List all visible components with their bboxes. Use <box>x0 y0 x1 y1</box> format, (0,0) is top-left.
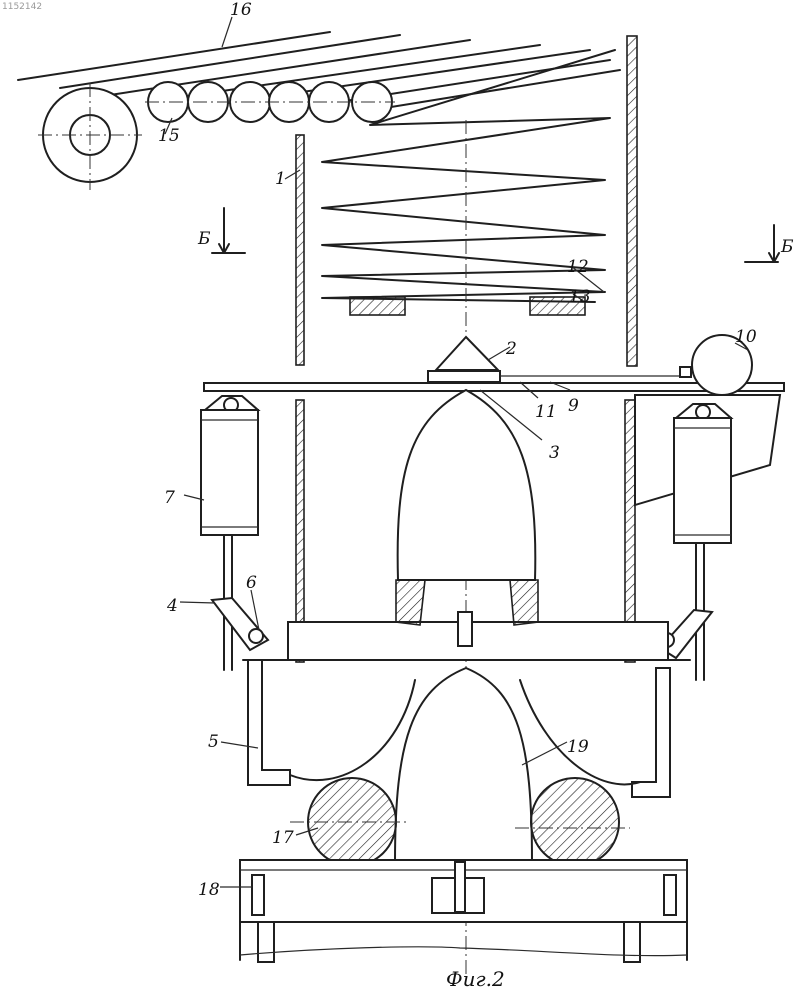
label-9: 9 <box>568 396 579 416</box>
label-18: 18 <box>198 880 220 900</box>
sheet-id: 1152142 <box>2 2 42 12</box>
label-10: 10 <box>735 327 757 347</box>
label-2: 2 <box>505 339 517 359</box>
label-15: 15 <box>158 126 180 146</box>
label-7: 7 <box>164 488 175 508</box>
feed-conveyor <box>18 32 620 190</box>
lower-cone <box>395 668 532 862</box>
label-19: 19 <box>567 737 589 757</box>
label-13: 13 <box>569 287 591 307</box>
section-mark-right: Б <box>745 225 794 262</box>
base-frame <box>240 860 687 962</box>
drive-pulley <box>38 83 142 190</box>
figure-caption: Фиг.2 <box>446 967 505 991</box>
label-1: 1 <box>275 169 286 189</box>
label-3: 3 <box>549 443 560 463</box>
section-letter: Б <box>197 229 211 249</box>
label-6: 6 <box>246 573 257 593</box>
label-4: 4 <box>166 596 178 616</box>
roller-row <box>145 82 395 122</box>
label-16: 16 <box>230 0 252 20</box>
label-17: 17 <box>272 828 294 848</box>
section-letter: Б <box>780 237 794 257</box>
label-5: 5 <box>208 732 219 752</box>
label-12: 12 <box>567 257 589 277</box>
label-11: 11 <box>535 402 557 422</box>
section-mark-left: Б <box>197 208 245 253</box>
